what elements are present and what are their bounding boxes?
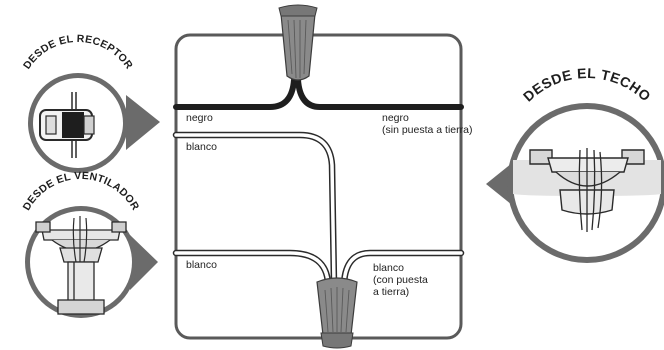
receiver-badge-title: DESDE EL RECEPTOR	[21, 33, 135, 72]
receiver-pointer	[126, 95, 160, 150]
white-wire-upper-left-label: blanco	[186, 141, 217, 153]
black-wires	[173, 77, 464, 110]
ceiling-badge: DESDE EL TECHO	[486, 65, 664, 263]
white-wire-right-label: blanco (con puesta a tierra)	[373, 262, 428, 298]
black-wire-left-label: negro	[186, 112, 213, 124]
fan-bracket-icon	[35, 215, 127, 315]
receiver-badge: DESDE EL RECEPTOR	[21, 33, 160, 173]
black-wire-right-label: negro (sin puesta a tierra)	[382, 112, 473, 136]
receiver-icon	[39, 92, 95, 158]
fan-pointer	[130, 235, 158, 290]
top-wire-connector-icon	[278, 4, 318, 81]
junction-box-frame	[174, 33, 463, 340]
fan-badge: DESDE EL VENTILADOR	[21, 170, 158, 318]
white-wires	[172, 131, 465, 287]
svg-text:DESDE EL RECEPTOR: DESDE EL RECEPTOR	[21, 33, 135, 72]
ceiling-box-icon	[529, 148, 645, 232]
ceiling-badge-title: DESDE EL TECHO	[520, 65, 654, 105]
bottom-wire-connector-icon	[316, 277, 358, 349]
white-wire-lower-left-label: blanco	[186, 259, 217, 271]
svg-text:DESDE EL TECHO: DESDE EL TECHO	[520, 65, 654, 105]
